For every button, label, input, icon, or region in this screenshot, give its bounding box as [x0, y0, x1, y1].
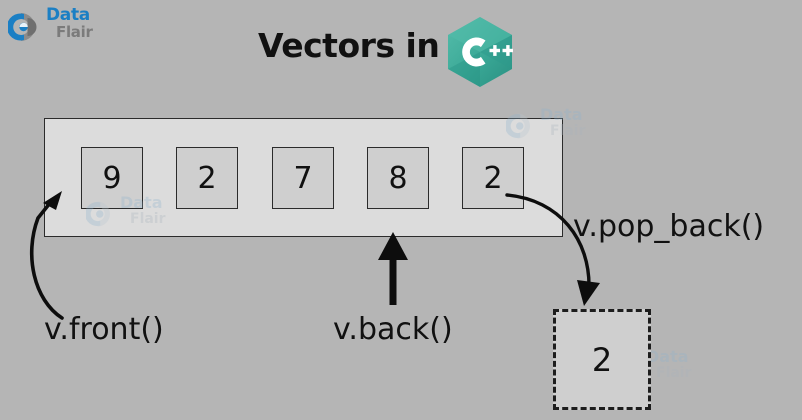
- vector-cell: 9: [81, 147, 143, 209]
- vector-cell: 7: [272, 147, 334, 209]
- dataflair-brand-logo: Data Flair: [6, 5, 128, 50]
- watermark-text-data: Data: [540, 105, 583, 124]
- label-v-front: v.front(): [44, 312, 164, 347]
- cpp-logo-icon: [442, 14, 518, 90]
- popped-element-box: 2: [553, 309, 651, 410]
- brand-text-data: Data: [46, 5, 90, 25]
- vector-container: 9 2 7 8 2: [44, 118, 563, 237]
- page-title: Vectors in: [258, 26, 440, 65]
- brand-text-flair: Flair: [56, 23, 93, 41]
- watermark: Data Flair: [84, 192, 194, 238]
- watermark-text-flair: Flair: [656, 365, 692, 381]
- vector-cell: 2: [176, 147, 238, 209]
- watermark-text-data: Data: [120, 193, 163, 212]
- watermark-logo-icon: [504, 110, 538, 142]
- watermark-text-flair: Flair: [130, 211, 166, 227]
- dataflair-wordmark: Data Flair: [46, 5, 126, 41]
- watermark-text-data: Data: [646, 347, 689, 366]
- watermark: Data Flair: [504, 104, 614, 150]
- vector-cell: 2: [462, 147, 524, 209]
- watermark-text-flair: Flair: [550, 123, 586, 139]
- dataflair-logo-icon: [6, 9, 44, 45]
- label-v-back: v.back(): [333, 312, 453, 347]
- back-arrow-icon: [378, 232, 408, 305]
- label-v-pop-back: v.pop_back(): [573, 209, 765, 244]
- watermark-logo-icon: [84, 198, 118, 230]
- vector-cells: 9 2 7 8 2: [45, 119, 564, 238]
- vector-cell: 8: [367, 147, 429, 209]
